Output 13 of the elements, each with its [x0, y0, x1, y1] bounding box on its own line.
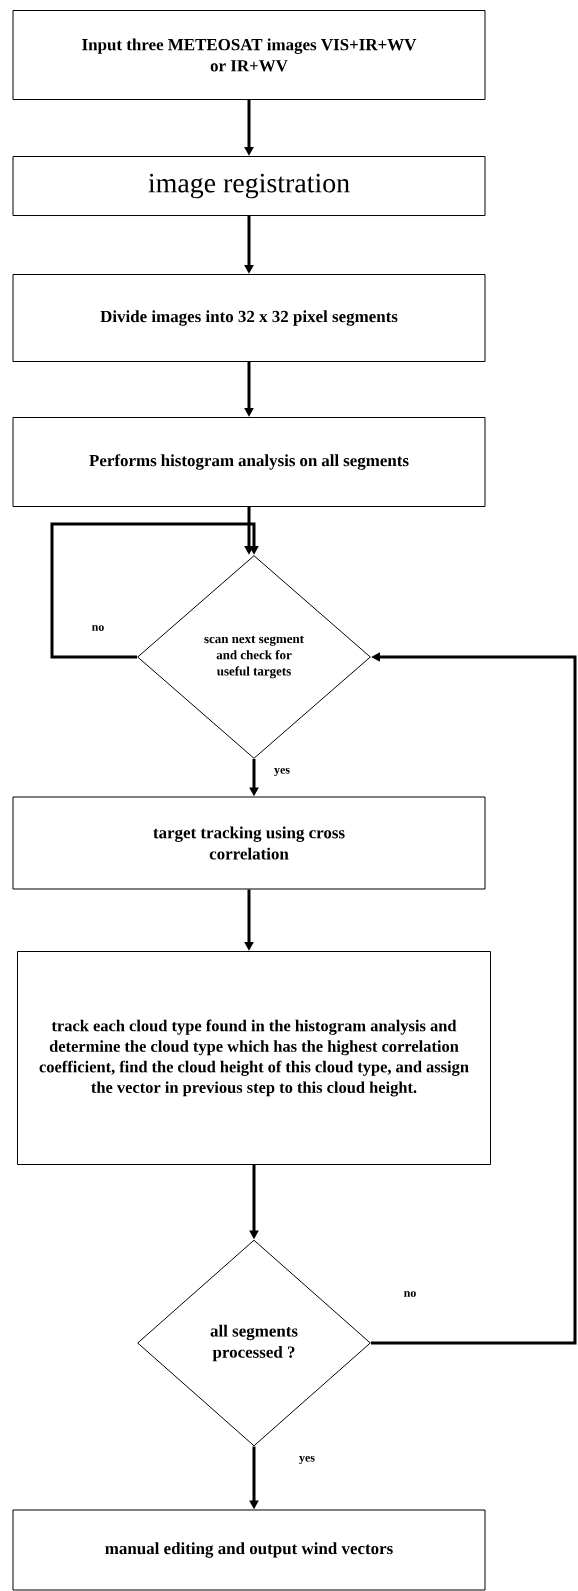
loop-arrow: [371, 652, 577, 1345]
edge-label: no: [90, 624, 106, 632]
process-box: Divide images into 32 x 32 pixel segments: [12, 274, 486, 362]
edge-label: yes: [298, 1454, 316, 1466]
edge-label: no: [402, 1290, 418, 1298]
process-box: Input three METEOSAT images VIS+IR+WV or IR+WV: [12, 10, 486, 100]
process-box: target tracking using cross correlation: [12, 796, 486, 890]
loop-arrow: [50, 522, 259, 659]
process-box: track each cloud type found in the histogram analysis and determine the cloud type which has the highest correlation coefficient, find the cloud height of this cloud type, and assign the vector in previous step to this cloud height.: [17, 951, 491, 1165]
process-box: image registration: [12, 156, 486, 216]
process-box: Performs histogram analysis on all segments: [12, 417, 486, 507]
edge-label: yes: [273, 766, 291, 778]
process-box: manual editing and output wind vectors: [12, 1509, 486, 1591]
